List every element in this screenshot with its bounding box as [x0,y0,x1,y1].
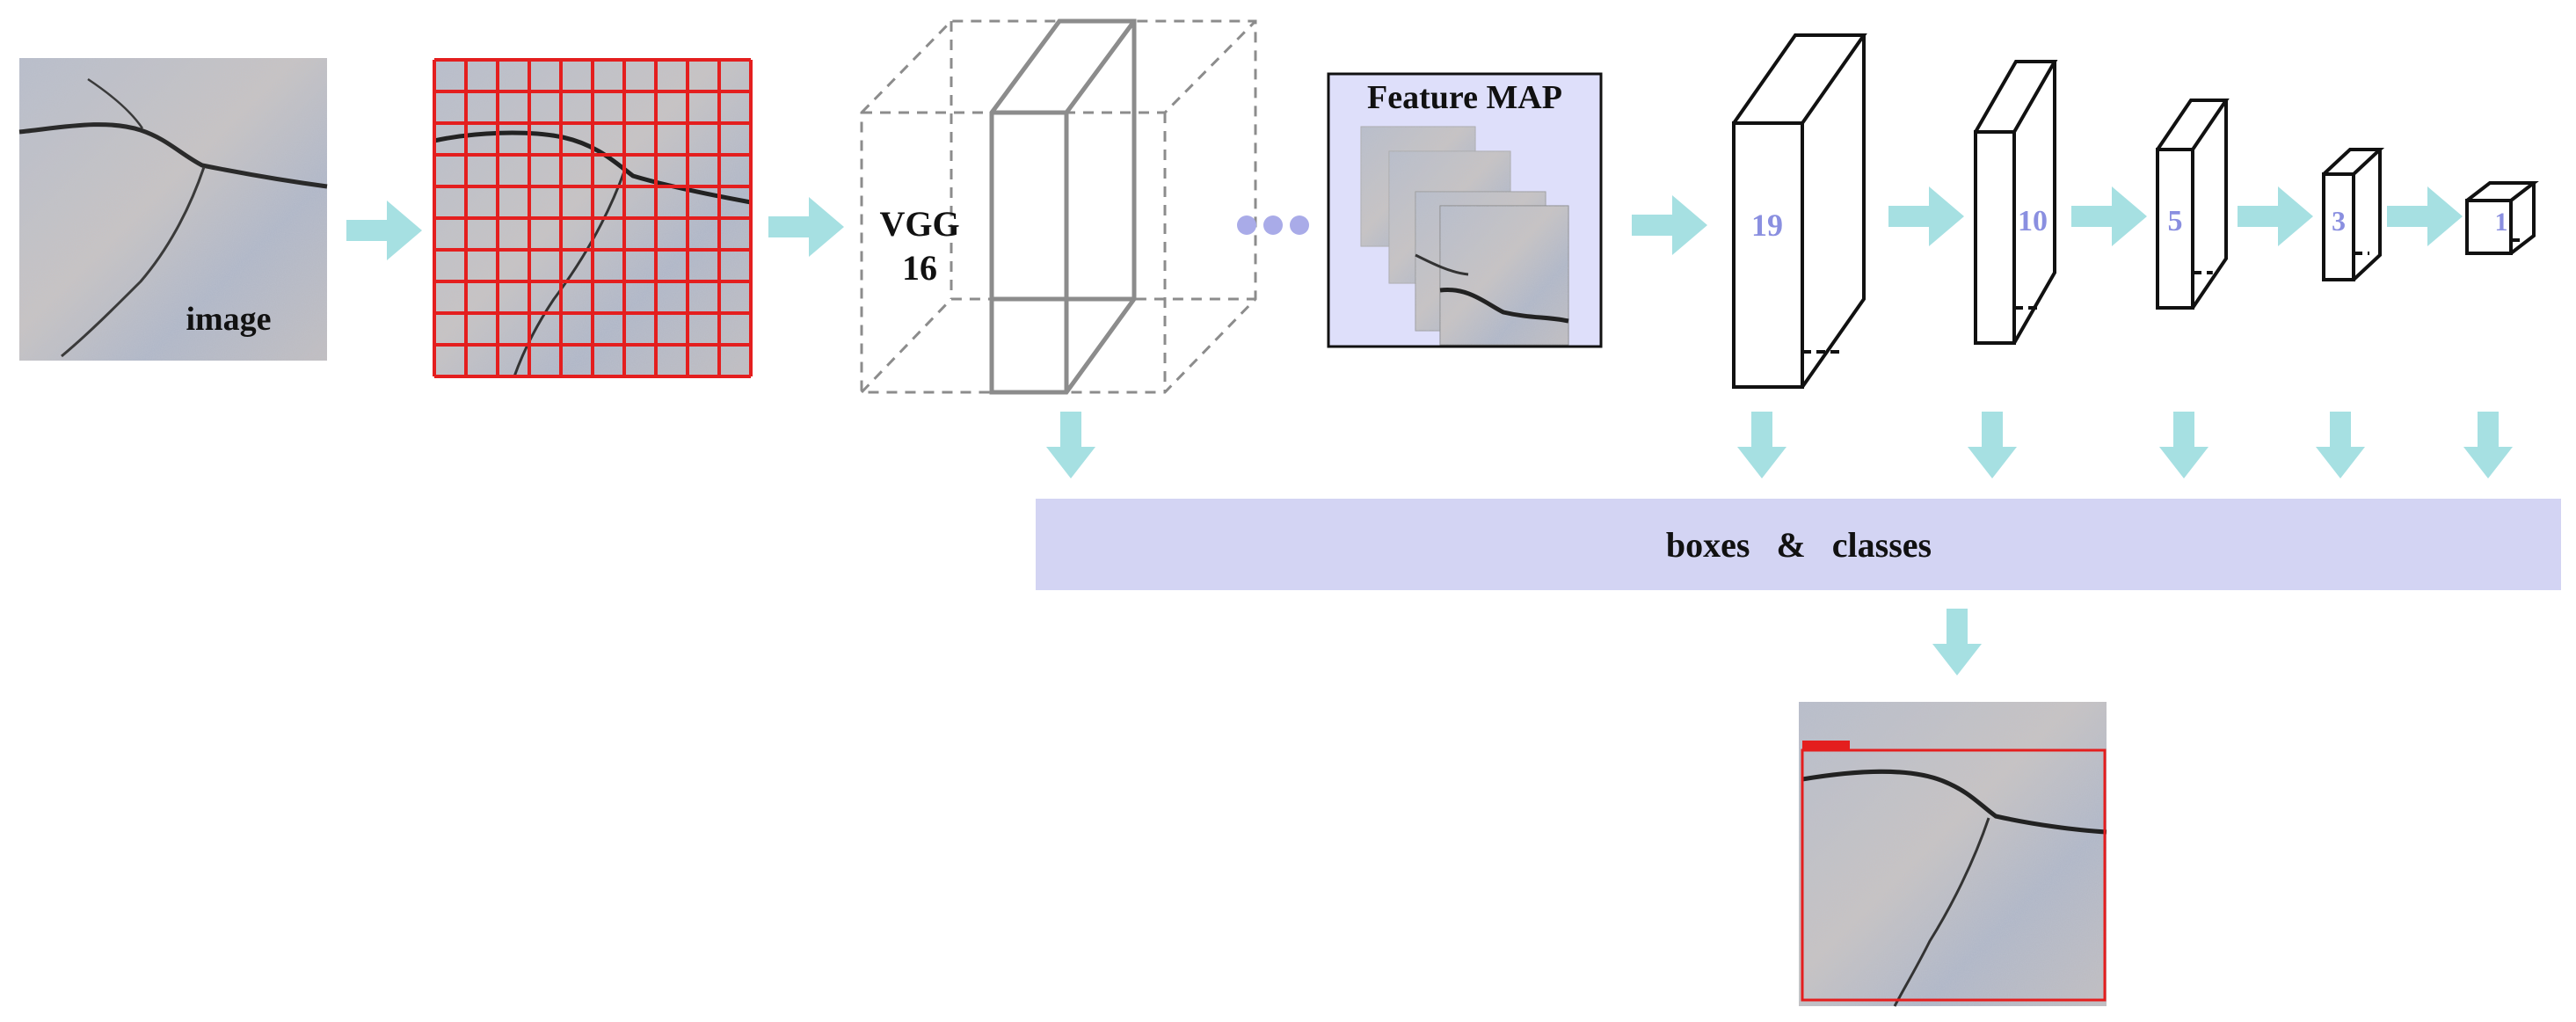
right-arrow-icon [1888,186,1964,246]
crack-line [61,166,206,358]
feature-map-panel: Feature MAP [1327,72,1603,348]
cuboid-edges [1732,33,1867,389]
crack-line [1893,817,1990,1007]
feature-layer-size: 3 [2332,205,2346,237]
right-arrow-icon [2238,186,2313,246]
crack-line [433,130,752,205]
down-arrow-icon [1046,412,1095,478]
right-arrow-icon [1632,195,1707,255]
cuboid-edges [2465,181,2539,255]
feature-layer-size: 5 [2168,205,2183,237]
backbone-depth: 16 [902,248,937,288]
grid-image [433,58,753,378]
feature-layer-size: 1 [2495,208,2508,237]
crack-line [513,171,626,377]
crack-line [18,122,328,189]
right-arrow-icon [2387,186,2463,246]
cuboid-edges [2322,148,2385,281]
input-image: image [18,58,328,361]
feature-layer-size: 10 [2018,205,2048,237]
feature-layer-group: 19 10 5 3 1 [1732,33,2539,389]
crack-line [1415,253,1469,276]
cuboid-edges [1974,60,2058,345]
feature-map-stack [1360,126,1569,346]
feature-layer-4: 3 [2322,148,2385,281]
down-arrow-icon [2159,412,2209,478]
feature-layer-2: 10 [1974,60,2058,345]
detection-box [1801,748,2107,1002]
backbone-solid-slab [989,18,1137,395]
crack-line [1801,769,2107,835]
down-arrow-icon [1932,609,1982,675]
vgg-backbone: VGG 16 [860,18,1257,395]
feature-layer-5: 1 [2465,181,2539,255]
right-arrow-icon [346,201,422,260]
down-arrow-group [1046,412,2513,478]
feature-layer-size: 19 [1751,208,1783,243]
backbone-dashed-cuboid [860,19,1257,394]
right-arrow-icon [768,197,844,257]
down-arrow-icon [1737,412,1786,478]
input-image-caption: image [186,301,271,338]
feature-map-title: Feature MAP [1367,79,1562,116]
down-arrow-icon [2463,412,2513,478]
detection-label-tag [1802,741,1850,751]
crack-line [87,77,144,129]
down-arrow-icon [2316,412,2365,478]
prediction-bar-label: boxes & classes [1666,525,1932,565]
prediction-bar: boxes & classes [1036,499,2561,590]
crack-line [1439,287,1569,324]
backbone-name: VGG [879,204,959,244]
feature-layer-3: 5 [2156,99,2230,310]
detection-grid [433,58,753,378]
feature-layer-1: 19 [1732,33,1867,389]
down-arrow-icon [1968,412,2017,478]
ellipsis-icon [1237,215,1309,235]
cuboid-edges [2156,99,2230,310]
output-image [1799,702,2107,1007]
right-arrow-icon [2071,186,2147,246]
